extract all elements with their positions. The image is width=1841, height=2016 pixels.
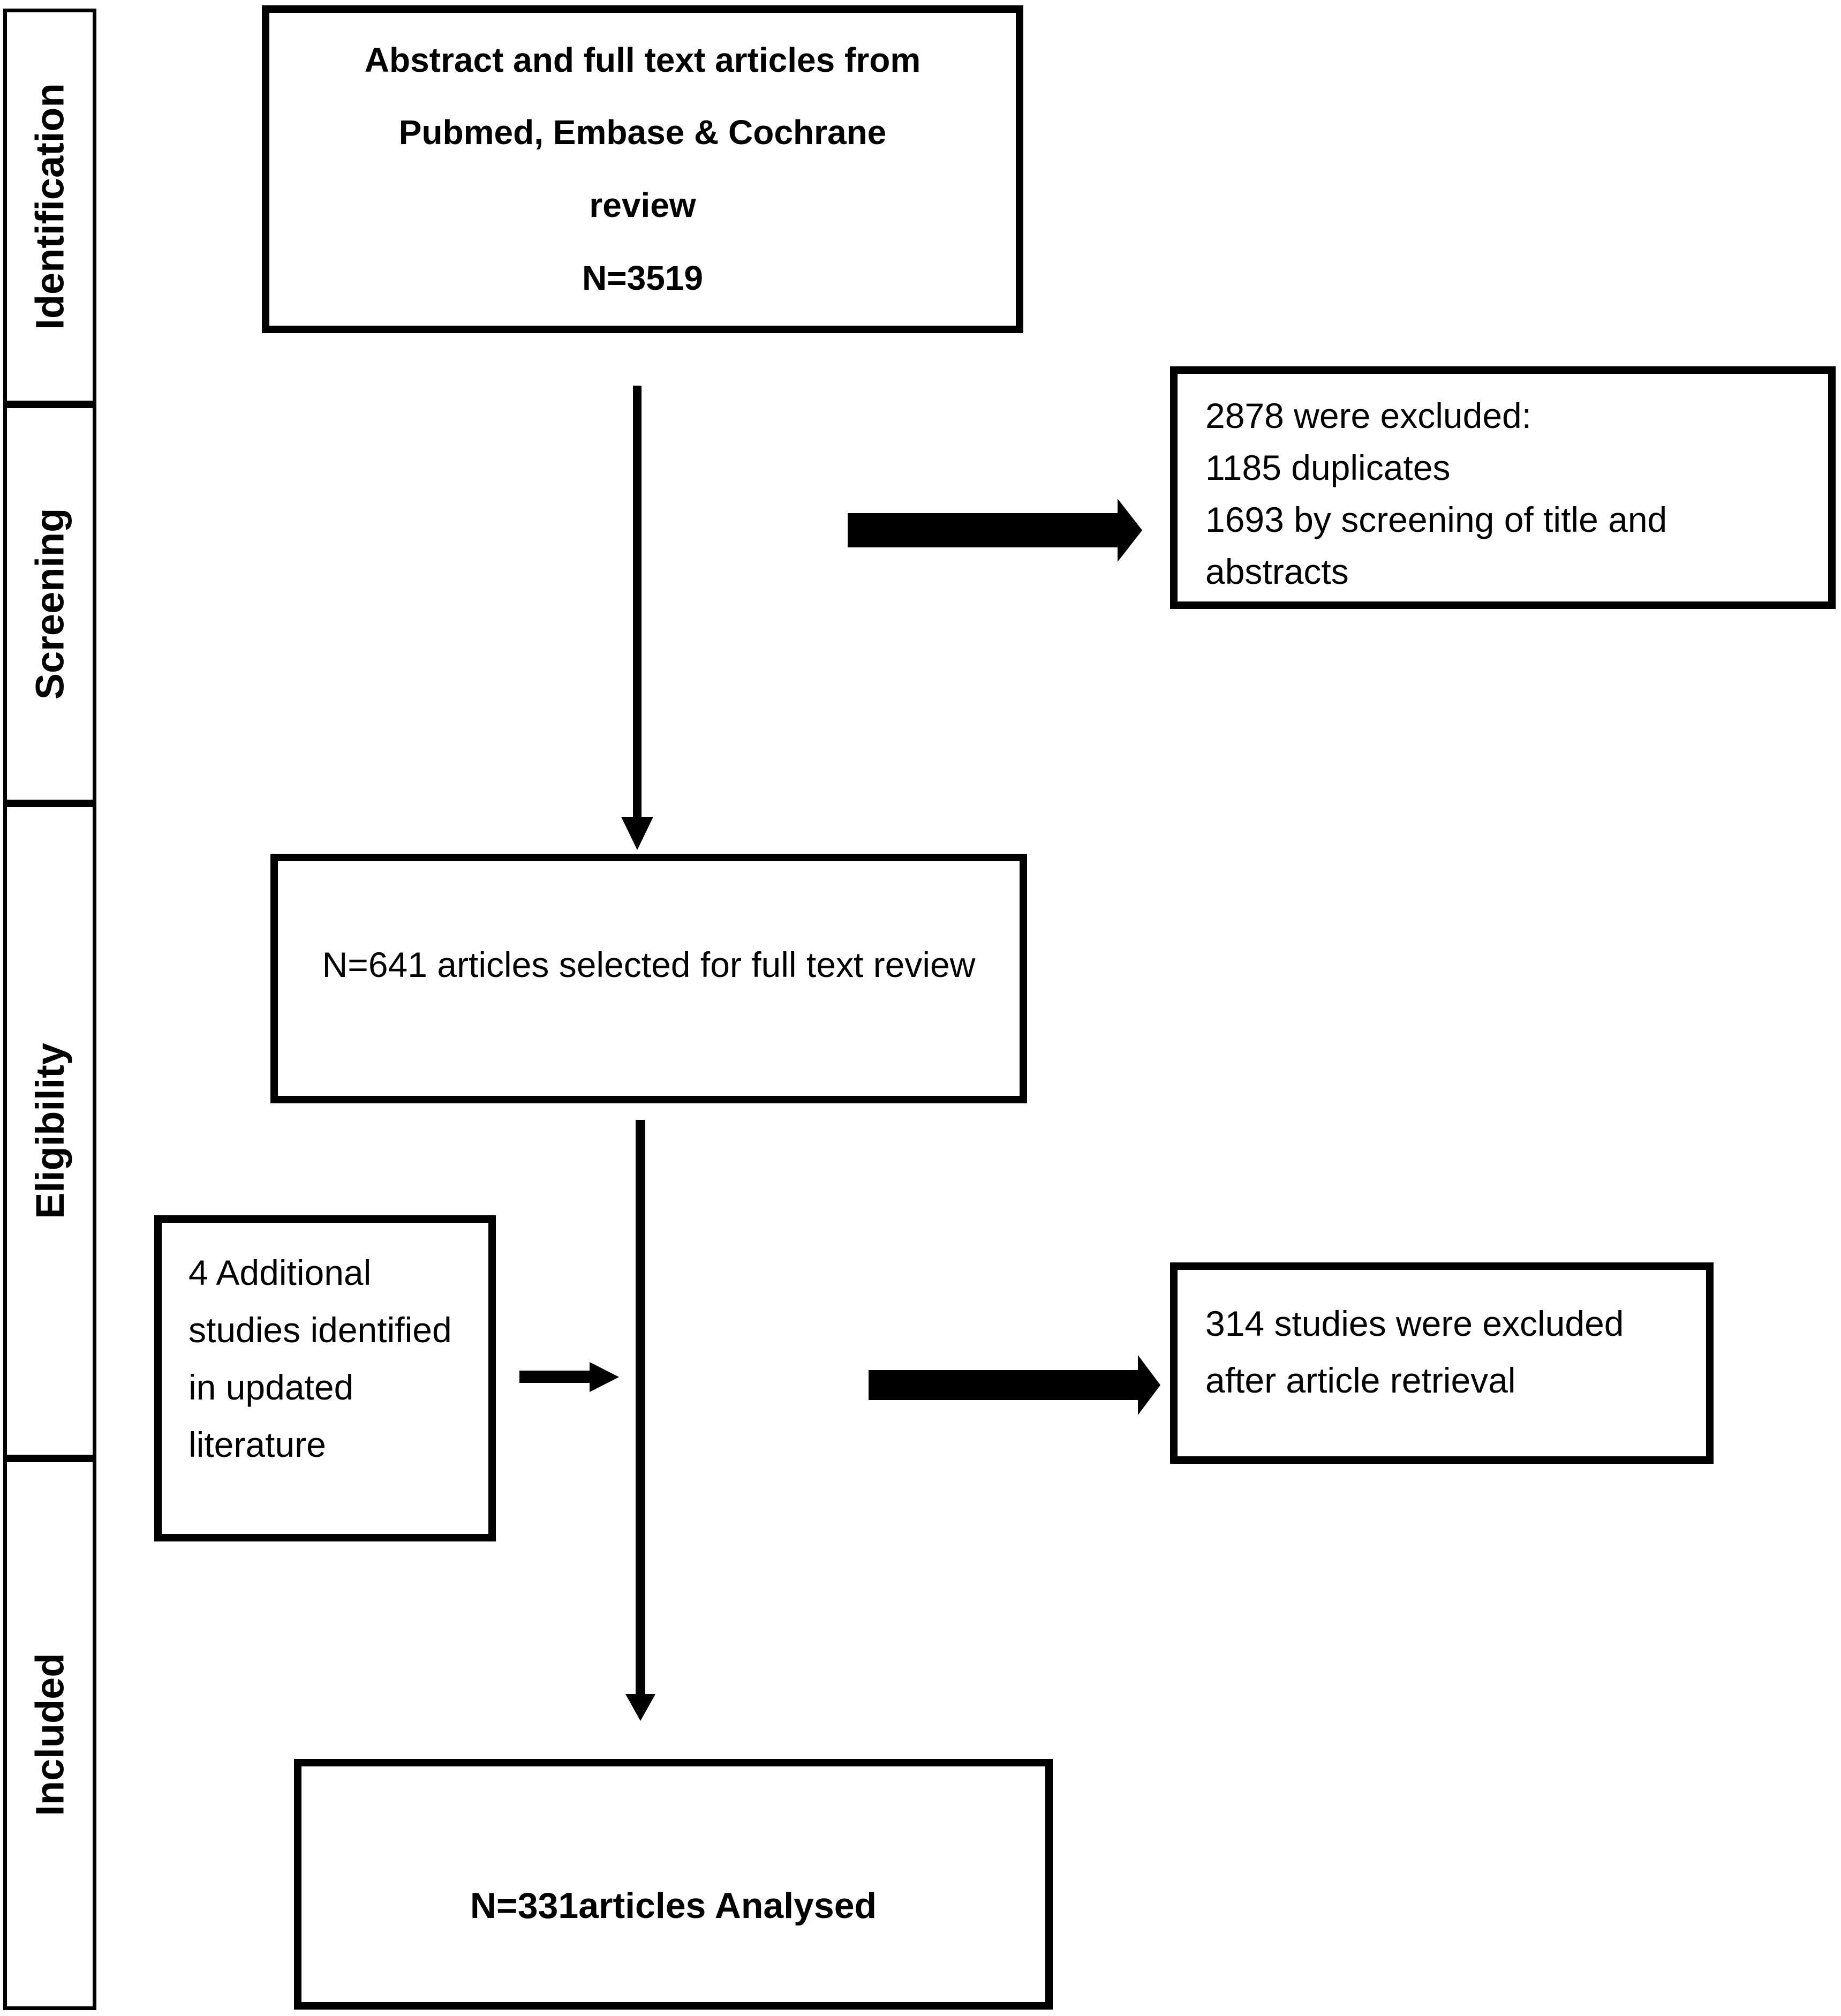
excluded-screening-line: 1693 by screening of title and abstracts — [1205, 500, 1668, 592]
stage-label-identification: Identification — [27, 83, 72, 330]
small-right-arrow-head — [590, 1362, 619, 1392]
source-records-line: review — [589, 186, 696, 224]
small-right-arrow-shaft — [519, 1371, 590, 1383]
stage-label-screening: Screening — [27, 508, 72, 700]
down-arrow-head — [621, 817, 653, 850]
stage-box-included: Included — [3, 1458, 96, 2010]
stage-box-screening: Screening — [3, 404, 96, 803]
fulltext-review-text: N=641 articles selected for full text re… — [322, 945, 976, 985]
source-records-count: N=3519 — [582, 258, 703, 297]
additional-studies-text: 4 Additional studies identified in updat… — [188, 1253, 452, 1464]
stage-label-included: Included — [27, 1652, 72, 1816]
fulltext-review-box: N=641 articles selected for full text re… — [270, 854, 1027, 1103]
source-records-line: Abstract and full text articles from — [364, 40, 921, 79]
down-arrow-head — [625, 1694, 655, 1721]
right-arrow-shaft — [848, 513, 1118, 547]
right-arrow-head — [1118, 499, 1142, 562]
down-arrow-shaft — [633, 386, 642, 818]
excluded-screening-line: 1185 duplicates — [1205, 448, 1451, 488]
stage-box-eligibility: Eligibility — [3, 803, 96, 1458]
excluded-screening-line: 2878 were excluded: — [1205, 396, 1532, 435]
stage-box-identification: Identification — [3, 9, 96, 404]
analysed-articles-text: N=331articles Analysed — [470, 1885, 877, 1926]
right-arrow-head — [1138, 1355, 1160, 1415]
excluded-retrieval-text: 314 studies were excluded after article … — [1205, 1304, 1624, 1400]
stage-label-eligibility: Eligibility — [27, 1043, 72, 1219]
excluded-retrieval-box: 314 studies were excluded after article … — [1170, 1262, 1714, 1464]
right-arrow-shaft — [869, 1370, 1138, 1400]
additional-studies-box: 4 Additional studies identified in updat… — [154, 1215, 496, 1541]
source-records-box: Abstract and full text articles from Pub… — [262, 5, 1023, 333]
source-records-line: Pubmed, Embase & Cochrane — [398, 113, 887, 152]
analysed-articles-box: N=331articles Analysed — [294, 1759, 1053, 2010]
down-arrow-shaft — [636, 1120, 645, 1696]
excluded-screening-box: 2878 were excluded: 1185 duplicates 1693… — [1170, 366, 1836, 609]
